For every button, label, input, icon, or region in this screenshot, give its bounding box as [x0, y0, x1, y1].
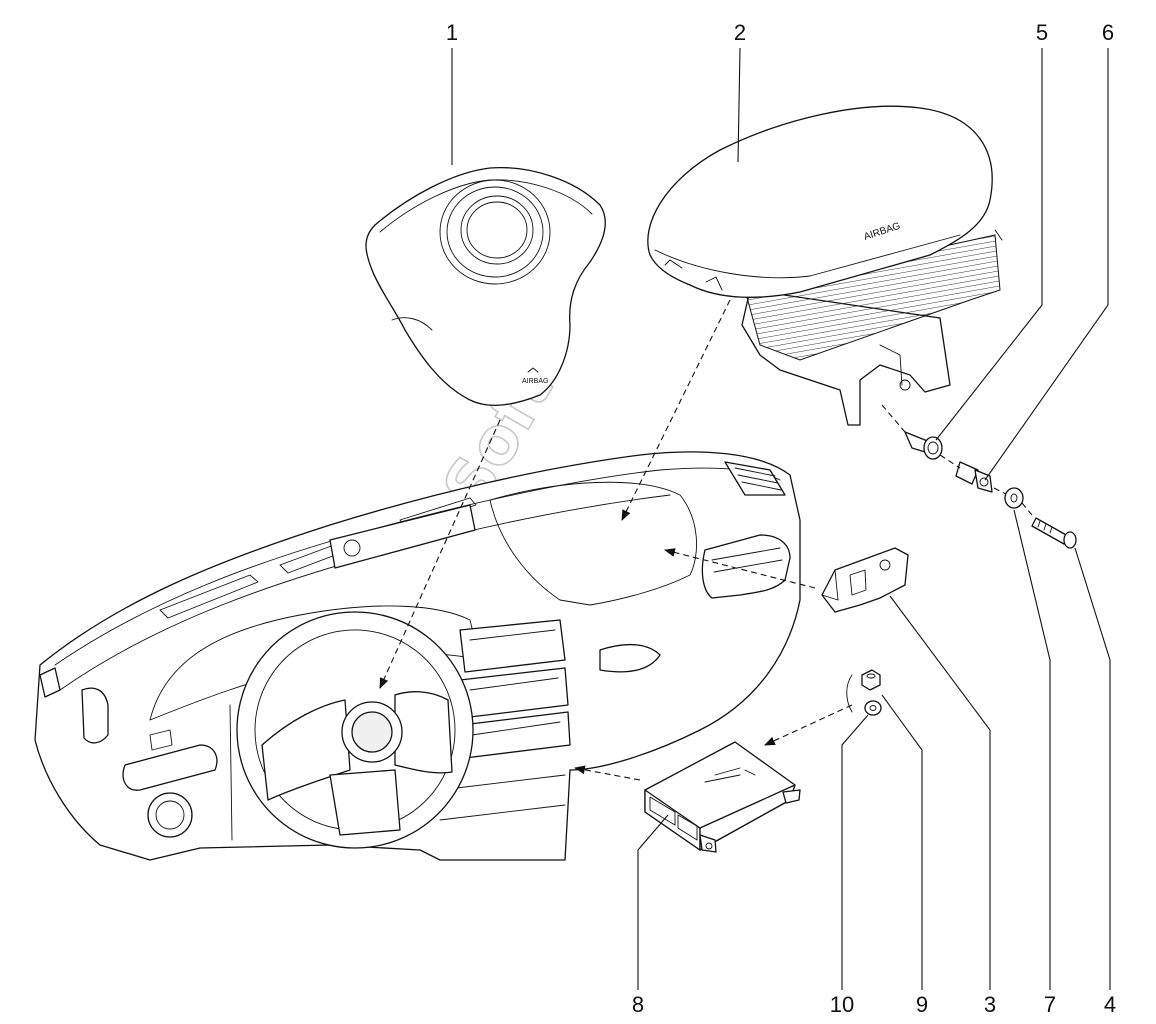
callout-9: 9: [916, 992, 928, 1017]
part-2-passenger-airbag-module: AIRBAG: [647, 105, 1003, 426]
part-3-bracket: [821, 547, 909, 613]
part-9-nut: [861, 669, 881, 691]
callout-7: 7: [1044, 992, 1056, 1017]
callout-6: 6: [1102, 20, 1114, 45]
part-1-driver-airbag-module: AIRBAG: [365, 166, 606, 407]
leader-lines: [451, 47, 1111, 990]
steering-wheel: [236, 611, 474, 849]
callout-8: 8: [632, 992, 644, 1017]
part-7-washer: [1004, 487, 1024, 509]
driver-airbag-label: AIRBAG: [522, 378, 548, 385]
callout-4: 4: [1104, 992, 1116, 1017]
callout-numbers: 1 2 5 6 8 10 9 3 7 4: [446, 20, 1116, 1017]
part-10-washer: [864, 700, 882, 716]
part-4-bolt: [1031, 517, 1077, 549]
callout-3: 3: [984, 992, 996, 1017]
part-5-sleeve: [904, 431, 943, 460]
callout-2: 2: [734, 20, 746, 45]
callout-10: 10: [830, 992, 854, 1017]
callout-5: 5: [1036, 20, 1048, 45]
assembly-lines: [379, 299, 1033, 781]
callout-1: 1: [446, 20, 458, 45]
part-8-control-unit: [644, 741, 801, 853]
